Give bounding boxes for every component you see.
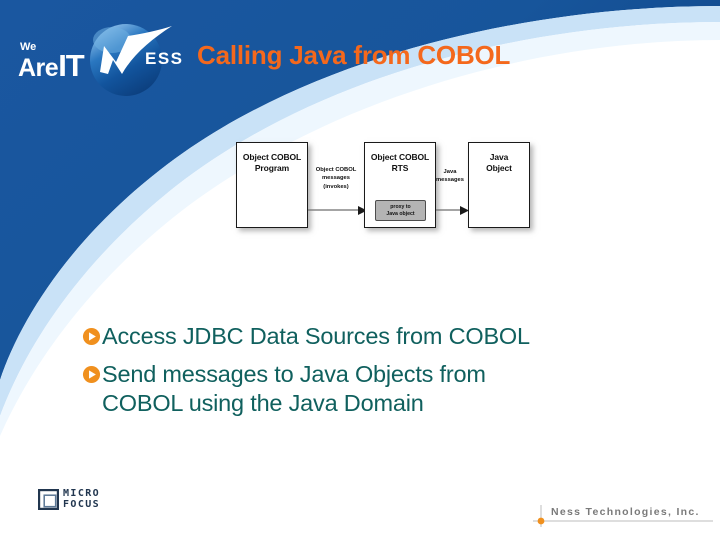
page-title: Calling Java from COBOL — [197, 40, 511, 70]
ness-company-name: Ness Technologies, Inc. — [551, 506, 700, 518]
ness-technologies-footer: Ness Technologies, Inc. — [533, 505, 713, 531]
micro-focus-wordmark: MICRO FOCUS — [63, 488, 101, 510]
are-it-label: AreIT — [18, 48, 85, 83]
bullet-text: Send messages to Java Objects from COBOL… — [102, 360, 486, 417]
micro-focus-logo: MICRO FOCUS — [38, 488, 101, 510]
micro-focus-line-1: MICRO — [63, 488, 101, 499]
list-item: Send messages to Java Objects from COBOL… — [82, 360, 652, 419]
list-item: Access JDBC Data Sources from COBOL — [82, 322, 652, 352]
ness-footer-rule — [533, 505, 713, 527]
bullet-text: Access JDBC Data Sources from COBOL — [102, 323, 530, 349]
micro-focus-line-2: FOCUS — [63, 498, 101, 510]
ness-logo: We AreIT ESS — [14, 22, 204, 100]
play-circle-icon — [82, 327, 101, 346]
diagram-connectors — [308, 206, 469, 215]
ness-wordmark: ESS — [145, 49, 184, 68]
we-label: We — [20, 41, 37, 53]
micro-focus-square-icon — [38, 489, 59, 510]
play-circle-icon — [82, 365, 101, 383]
bullet-list: Access JDBC Data Sources from COBOL Send… — [82, 322, 652, 427]
we-are-it-lockup: We AreIT — [18, 41, 85, 83]
